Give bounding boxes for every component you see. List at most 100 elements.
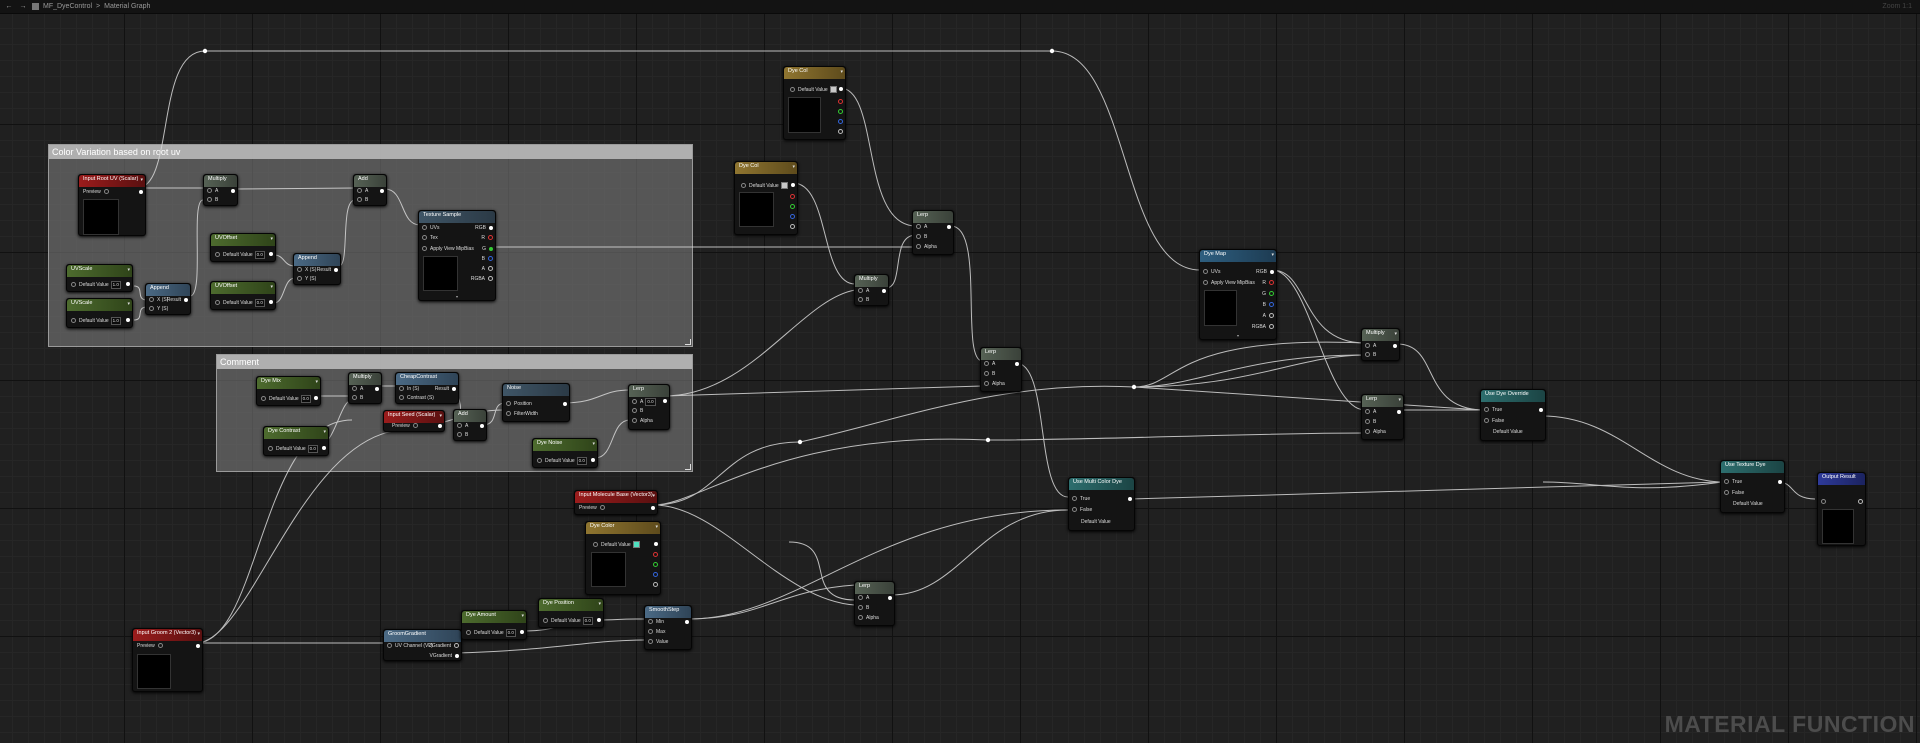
output-pin[interactable] bbox=[517, 629, 524, 635]
pin-result[interactable]: Result bbox=[317, 267, 338, 273]
chevron-down-icon[interactable]: ▾ bbox=[1236, 333, 1240, 338]
pin-a[interactable]: A bbox=[457, 423, 468, 429]
chevron-down-icon[interactable]: ▾ bbox=[127, 267, 130, 273]
value-field[interactable]: 0.0 bbox=[307, 445, 318, 453]
node-cheap-contrast[interactable]: CheapContrast In (S) Result Contrast (S) bbox=[395, 372, 459, 404]
value-field[interactable]: 0.0 bbox=[576, 457, 587, 465]
chevron-down-icon[interactable]: ▾ bbox=[197, 631, 200, 637]
pin-result[interactable]: Result bbox=[435, 386, 456, 392]
pin-default-value[interactable]: Default Value bbox=[593, 541, 640, 548]
output-pin[interactable] bbox=[885, 595, 892, 601]
pin-a[interactable]: A bbox=[207, 188, 218, 194]
chevron-down-icon[interactable]: ▾ bbox=[127, 301, 130, 307]
pin-false[interactable]: False bbox=[1072, 507, 1092, 513]
pin-b[interactable]: B bbox=[352, 395, 363, 401]
node-dye-col[interactable]: Dye Col▾ Default Value bbox=[734, 161, 798, 235]
output-pin[interactable] bbox=[377, 188, 384, 194]
node-append[interactable]: Append X (S) Result Y (S) bbox=[293, 253, 341, 285]
output-pin[interactable] bbox=[266, 251, 273, 257]
node-dye-color[interactable]: Dye Color▾ Default Value bbox=[585, 521, 661, 595]
pin-default-value[interactable]: Default Value bbox=[741, 182, 788, 189]
output-pin[interactable] bbox=[1855, 499, 1863, 505]
comment-title[interactable]: Comment bbox=[217, 355, 692, 369]
chevron-down-icon[interactable]: ▾ bbox=[323, 429, 326, 435]
node-dye-map[interactable]: Dye Map▾ UVs RGB Apply View MipBias R G … bbox=[1199, 249, 1277, 340]
pin-b[interactable]: B bbox=[1365, 419, 1376, 425]
pin-tex[interactable]: Tex bbox=[422, 235, 438, 241]
value-field[interactable]: 0.0 bbox=[582, 617, 593, 625]
pin-preview[interactable]: Preview bbox=[579, 505, 605, 511]
pin-default-value[interactable]: Default Value bbox=[1493, 429, 1523, 435]
node-use-texture-dye[interactable]: Use Texture Dye True False Default Value bbox=[1720, 460, 1785, 513]
pin-min[interactable]: Min bbox=[648, 619, 664, 625]
node-multiply[interactable]: Multiply A B bbox=[348, 372, 382, 404]
node-texture-sample[interactable]: Texture Sample UVs RGB Tex R Apply View … bbox=[418, 210, 496, 301]
pin-a[interactable]: A bbox=[1365, 409, 1376, 415]
pin-result[interactable]: Result bbox=[167, 297, 188, 303]
pin-b[interactable]: B bbox=[1365, 352, 1376, 358]
chevron-down-icon[interactable]: ▾ bbox=[1398, 397, 1401, 403]
value-field[interactable]: 1.0 bbox=[110, 317, 121, 325]
pin-rgba[interactable]: RGBA bbox=[471, 276, 493, 282]
output-pin[interactable] bbox=[1536, 407, 1543, 413]
value-field[interactable]: 0.0 bbox=[505, 629, 516, 637]
node-multiply[interactable]: Multiply A B bbox=[854, 274, 889, 306]
arrow-left-icon[interactable]: ← bbox=[5, 3, 13, 10]
pin-ugradient[interactable]: UGradient bbox=[428, 643, 459, 649]
pin-b[interactable] bbox=[835, 119, 843, 125]
pin-r[interactable] bbox=[835, 99, 843, 105]
node-lerp[interactable]: Lerp A B Alpha bbox=[912, 210, 954, 255]
pin-uvs[interactable]: UVs bbox=[1203, 269, 1220, 275]
output-pin[interactable] bbox=[682, 619, 689, 625]
pin-a[interactable] bbox=[835, 129, 843, 135]
output-pin[interactable] bbox=[193, 643, 200, 649]
output-pin[interactable] bbox=[1390, 343, 1397, 349]
pin-b[interactable]: B bbox=[984, 371, 995, 377]
output-pin[interactable] bbox=[1012, 361, 1019, 367]
pin-b[interactable]: B bbox=[357, 197, 368, 203]
node-append[interactable]: Append X (S) Result Y (S) bbox=[145, 283, 191, 315]
output-pin[interactable] bbox=[477, 423, 484, 429]
pin-g[interactable] bbox=[835, 109, 843, 115]
pin-b[interactable]: B bbox=[1263, 302, 1274, 308]
node-output-result[interactable]: Output Result bbox=[1817, 472, 1866, 546]
node-multiply[interactable]: Multiply▾ A B bbox=[1361, 328, 1400, 361]
pin-b[interactable]: B bbox=[207, 197, 218, 203]
comment-title[interactable]: Color Variation based on root uv bbox=[49, 145, 692, 159]
pin-a[interactable]: A bbox=[357, 188, 368, 194]
color-swatch[interactable] bbox=[632, 541, 640, 548]
output-pin[interactable] bbox=[560, 401, 567, 407]
pin-g[interactable] bbox=[787, 204, 795, 210]
value-field[interactable]: 0.0 bbox=[254, 251, 265, 259]
pin-y[interactable]: Y (S) bbox=[149, 306, 168, 312]
pin-value[interactable]: Value bbox=[648, 639, 668, 645]
pin-a[interactable]: A bbox=[858, 288, 869, 294]
pin-position[interactable]: Position bbox=[506, 401, 532, 407]
output-pin[interactable] bbox=[648, 505, 655, 511]
output-pin[interactable] bbox=[228, 188, 235, 194]
node-input-groom[interactable]: Input Groom 2 (Vector3)▾ Preview bbox=[132, 628, 203, 692]
pin-a[interactable]: A bbox=[1365, 343, 1376, 349]
pin-vgradient[interactable]: VGradient bbox=[429, 653, 459, 659]
pin-r[interactable]: R bbox=[1262, 280, 1274, 286]
pin-alpha[interactable]: Alpha bbox=[632, 418, 653, 424]
output-pin[interactable] bbox=[1394, 409, 1401, 415]
node-input-root-uv[interactable]: Input Root UV (Scalar)▾ Preview bbox=[78, 174, 146, 236]
node-lerp[interactable]: Lerp▾ A B Alpha bbox=[1361, 394, 1404, 440]
resize-handle[interactable] bbox=[685, 339, 691, 345]
output-pin[interactable] bbox=[123, 317, 130, 323]
pin-alpha[interactable]: Alpha bbox=[1365, 429, 1386, 435]
pin-a[interactable]: A bbox=[352, 386, 363, 392]
pin-g[interactable] bbox=[650, 562, 658, 568]
chevron-down-icon[interactable]: ▾ bbox=[270, 236, 273, 242]
